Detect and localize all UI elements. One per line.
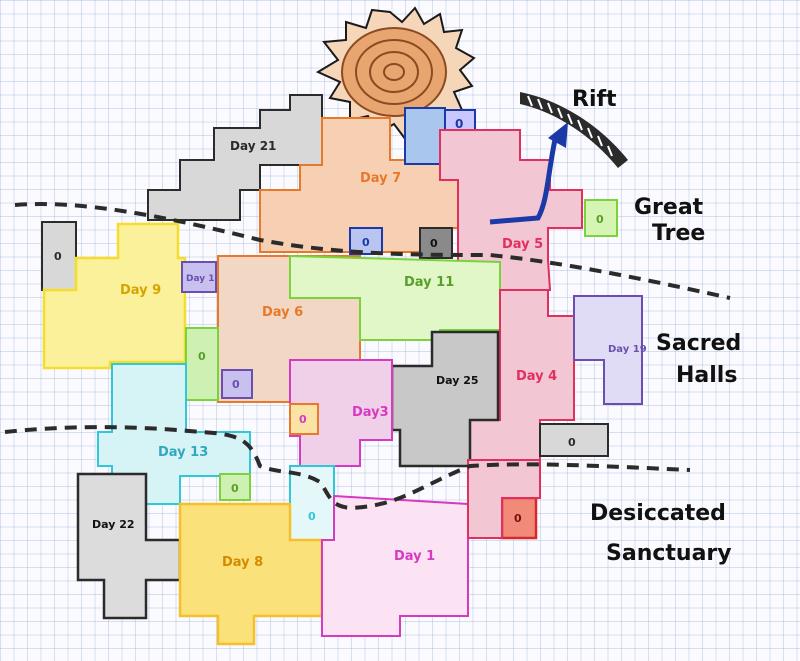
room-day-11: Day 11 [289, 254, 501, 341]
pink-room-bottom [467, 459, 541, 539]
room-day-25: Day 25 [390, 330, 500, 468]
blue-small-room [349, 227, 383, 255]
room-day-3: Day3 [289, 359, 393, 467]
great-tree-drawing [315, 6, 476, 142]
room-marker: 0 [596, 213, 604, 226]
room-day-8: Day 8 [178, 502, 324, 646]
divider-great-tree [14, 202, 731, 300]
label-day-11: Day 11 [404, 275, 454, 290]
divider-sacred-halls [4, 425, 691, 511]
room-marker: 0 [299, 413, 307, 426]
blue-room [404, 107, 446, 165]
room-marker: 0 [568, 436, 576, 449]
room-marker: 0 [430, 237, 438, 250]
label-day-14: Day 14 [186, 274, 221, 284]
room-day-9: Day 9 [42, 222, 187, 370]
label-day-9: Day 9 [120, 283, 161, 298]
room-day-5: Day 5 [439, 129, 583, 291]
label-day-8: Day 8 [222, 555, 263, 570]
label-day-13: Day 13 [158, 445, 208, 460]
room-marker: 0 [232, 378, 240, 391]
label-day-6: Day 6 [262, 305, 303, 320]
green-small-room [219, 473, 251, 501]
label-day-3: Day3 [352, 405, 389, 420]
purple-small-room [221, 369, 253, 399]
room-marker: 0 [54, 250, 62, 263]
green-room-left [185, 327, 219, 401]
label-sanctuary-line1: Desiccated [590, 501, 726, 526]
label-day-25: Day 25 [436, 374, 479, 387]
room-day-21: Day 21 [147, 94, 323, 221]
label-day-22: Day 22 [92, 518, 135, 531]
label-sacred-halls-line2: Halls [676, 363, 737, 388]
label-day-21: Day 21 [230, 139, 276, 153]
label-rift: Rift [572, 87, 617, 112]
room-day-19: Day 19 [573, 295, 647, 405]
label-day-7: Day 7 [360, 171, 401, 186]
label-day-19: Day 19 [608, 344, 647, 355]
room-marker: 0 [231, 482, 239, 495]
room-marker: 0 [455, 117, 463, 131]
rift-arrow [489, 122, 568, 225]
room-day-14 [181, 261, 217, 293]
label-sanctuary-line2: Sanctuary [606, 541, 732, 566]
orange-small-room [289, 403, 319, 435]
label-day-4: Day 4 [516, 369, 557, 384]
room-marker: 0 [362, 236, 370, 249]
label-great-tree-line2: Tree [652, 221, 705, 246]
label-great-tree-line1: Great [634, 195, 704, 220]
rift-crack [520, 92, 628, 168]
label-sacred-halls-line1: Sacred [656, 331, 741, 356]
grey-room-right [539, 423, 609, 457]
room-marker: 0 [198, 350, 206, 363]
room-day-1: Day 1 [321, 494, 469, 637]
room-day-22: Day 22 [76, 472, 182, 620]
room-marker: 0 [308, 510, 316, 523]
label-day-5: Day 5 [502, 237, 543, 252]
label-day-1: Day 1 [394, 549, 435, 564]
green-room-great-tree [584, 199, 618, 237]
black-room-left [41, 221, 77, 291]
room-day-4: Day 4 [469, 289, 601, 461]
room-marker: 0 [514, 512, 522, 525]
